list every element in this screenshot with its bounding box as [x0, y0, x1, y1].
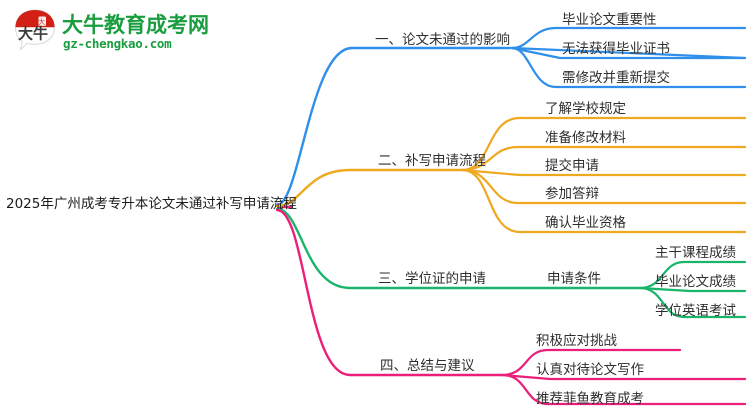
branch-2-connector	[275, 116, 747, 234]
logo-brand-url: gz-chengkao.com	[63, 36, 172, 51]
leaf-node-4-3[interactable]: 推荐菲鱼教育成考	[536, 391, 644, 407]
branch-node-4[interactable]: 四、总结与建议	[380, 358, 475, 374]
svg-text:大: 大	[39, 17, 46, 26]
leaf-node-3-1-3[interactable]: 学位英语考试	[655, 303, 736, 319]
logo-mark-icon: 大 大牛	[14, 9, 56, 51]
branch-1-connector	[275, 26, 747, 207]
logo-brand-name: 大牛教育成考网	[62, 13, 209, 37]
leaf-node-3-1-2[interactable]: 毕业论文成绩	[655, 274, 736, 290]
site-logo[interactable]: 大 大牛 大牛教育成考网 gz-chengkao.com	[12, 6, 209, 56]
mid-node-3-1[interactable]: 申请条件	[547, 271, 601, 287]
branch-node-2[interactable]: 二、补写申请流程	[378, 153, 486, 169]
leaf-node-2-5[interactable]: 确认毕业资格	[545, 215, 626, 231]
leaf-node-4-1[interactable]: 积极应对挑战	[536, 333, 617, 349]
leaf-node-1-2[interactable]: 无法获得毕业证书	[562, 41, 670, 57]
leaf-node-4-2[interactable]: 认真对待论文写作	[536, 362, 644, 378]
leaf-node-1-3[interactable]: 需修改并重新提交	[562, 70, 670, 86]
leaf-node-1-1[interactable]: 毕业论文重要性	[562, 12, 657, 28]
branch-node-3[interactable]: 三、学位证的申请	[378, 271, 486, 287]
leaf-node-2-1[interactable]: 了解学校规定	[545, 101, 626, 117]
branch-node-1[interactable]: 一、论文未通过的影响	[375, 32, 510, 48]
branch-3-connector	[275, 207, 747, 319]
svg-text:大牛: 大牛	[18, 25, 48, 43]
root-node[interactable]: 2025年广州成考专升本论文未通过补写申请流程	[6, 196, 297, 212]
leaf-node-2-3[interactable]: 提交申请	[545, 158, 599, 174]
leaf-node-2-4[interactable]: 参加答辩	[545, 186, 599, 202]
leaf-node-3-1-1[interactable]: 主干课程成绩	[655, 245, 736, 261]
leaf-node-2-2[interactable]: 准备修改材料	[545, 130, 626, 146]
